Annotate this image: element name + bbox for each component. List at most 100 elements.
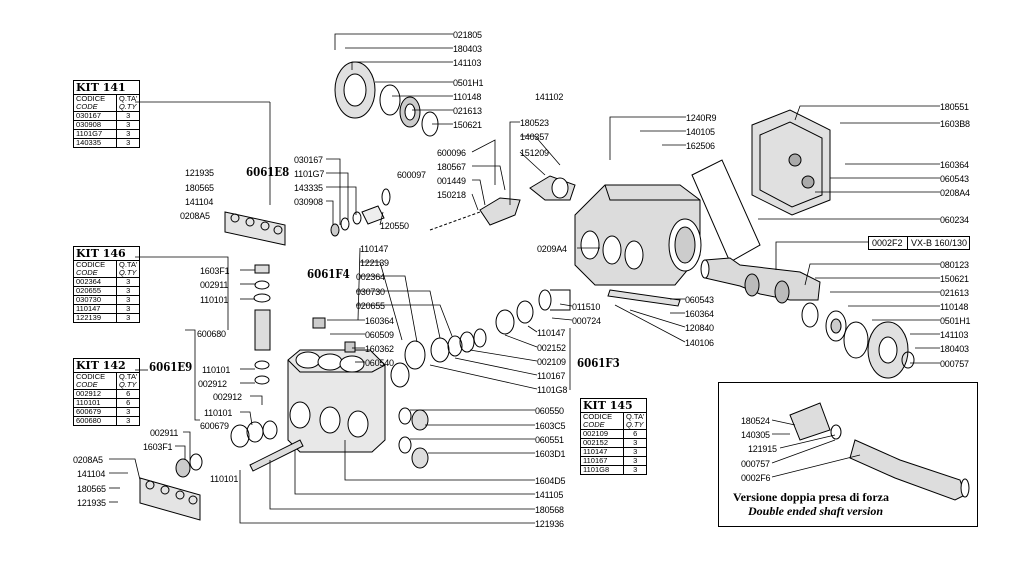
part-label: 162506 [686, 141, 715, 151]
part-label: 110101 [200, 295, 229, 305]
plug-set [398, 407, 429, 469]
part-label: 180567 [437, 162, 466, 172]
part-label: 1101G8 [537, 385, 568, 395]
part-label: 002912 [213, 392, 242, 402]
part-label: 060550 [535, 406, 564, 416]
kit-title: KIT 141 [72, 80, 141, 95]
part-label: 122139 [360, 258, 389, 268]
seal-pack [390, 289, 571, 388]
part-label: 060509 [365, 330, 394, 340]
part-label: 030908 [294, 197, 323, 207]
part-label: 0002F6 [741, 473, 771, 483]
crankshaft [700, 257, 869, 359]
part-label: 110101 [204, 408, 233, 418]
part-label: 002152 [537, 343, 566, 353]
part-label: 0208A4 [940, 188, 970, 198]
pump-manifold [287, 317, 386, 453]
part-label: 160364 [365, 316, 394, 326]
part-label: 1603D1 [535, 449, 566, 459]
part-label: 1603F1 [200, 266, 230, 276]
part-label: 002912 [198, 379, 227, 389]
part-label: 0501H1 [940, 316, 971, 326]
tie-rod [249, 439, 304, 472]
version-caption-en: Double ended shaft version [748, 504, 883, 518]
part-label: 060540 [365, 358, 394, 368]
part-label: 1240R9 [686, 113, 717, 123]
part-label: 060543 [685, 295, 714, 305]
part-label: 021613 [940, 288, 969, 298]
kit-title: KIT 146 [72, 246, 141, 261]
part-label: 002364 [356, 272, 385, 282]
double-shaft-version-box [718, 382, 978, 527]
part-label: 000724 [572, 316, 601, 326]
part-label: 150621 [940, 274, 969, 284]
part-label: 002911 [150, 428, 179, 438]
part-label: 030730 [356, 287, 385, 297]
part-label: 180403 [940, 344, 969, 354]
part-label: 1603F1 [143, 442, 173, 452]
version-caption-it: Versione doppia presa di forza [733, 490, 890, 504]
part-label: 600680 [197, 329, 226, 339]
part-label: 150218 [437, 190, 466, 200]
part-label: 180565 [185, 183, 214, 193]
part-label: 141102 [535, 92, 564, 102]
cover-gasket [691, 159, 761, 263]
part-label: 060234 [940, 215, 969, 225]
part-label: 121915 [748, 444, 777, 454]
part-label: 141103 [453, 58, 482, 68]
part-label: 140357 [520, 132, 549, 142]
part-label: 140106 [685, 338, 714, 348]
part-label: 160364 [940, 160, 969, 170]
bearing-flange-side [867, 321, 915, 379]
valve-assembly [175, 264, 278, 478]
part-label: 180551 [940, 102, 969, 112]
part-label: 180568 [535, 505, 564, 515]
part-label: 121936 [535, 519, 564, 529]
leader-lines [109, 33, 940, 524]
assembly-group-label: 6061F4 [307, 267, 350, 281]
part-label: 150621 [453, 120, 482, 130]
part-label: 1603B8 [940, 119, 970, 129]
plunger-guide-parts [330, 188, 391, 237]
part-label: 080123 [940, 260, 969, 270]
part-label: 160364 [685, 309, 714, 319]
assembly-group-label: 6061F3 [577, 356, 620, 370]
kit-col-qty: Q.TA'Q.TY [622, 412, 648, 430]
part-label: 121935 [185, 168, 214, 178]
kit-title: KIT 145 [579, 398, 648, 413]
valve-strip-top [224, 211, 286, 246]
kit-col-qty: Q.TA'Q.TY [115, 372, 141, 390]
part-label: 1603C5 [535, 421, 566, 431]
part-label: 110147 [360, 244, 389, 254]
part-label: 120840 [685, 323, 714, 333]
double-shaft-drawing [789, 402, 970, 501]
part-label: 180565 [77, 484, 106, 494]
part-label: 143335 [294, 183, 323, 193]
part-label: 600097 [397, 170, 426, 180]
bearing-flange-top [334, 61, 439, 137]
part-label: 0208A5 [180, 211, 210, 221]
part-label: 020655 [356, 301, 385, 311]
part-label: 180403 [453, 44, 482, 54]
part-label: 1604D5 [535, 476, 566, 486]
part-label: 021805 [453, 30, 482, 40]
part-label: 110148 [453, 92, 482, 102]
assembly-group-label: 6061E9 [149, 360, 193, 374]
part-label: 600679 [200, 421, 229, 431]
part-label: 060551 [535, 435, 564, 445]
part-label: 110101 [210, 474, 239, 484]
part-label: 180524 [741, 416, 770, 426]
part-label: 141104 [77, 469, 106, 479]
valve-strip-bottom [139, 477, 201, 521]
part-label: 110167 [537, 371, 566, 381]
